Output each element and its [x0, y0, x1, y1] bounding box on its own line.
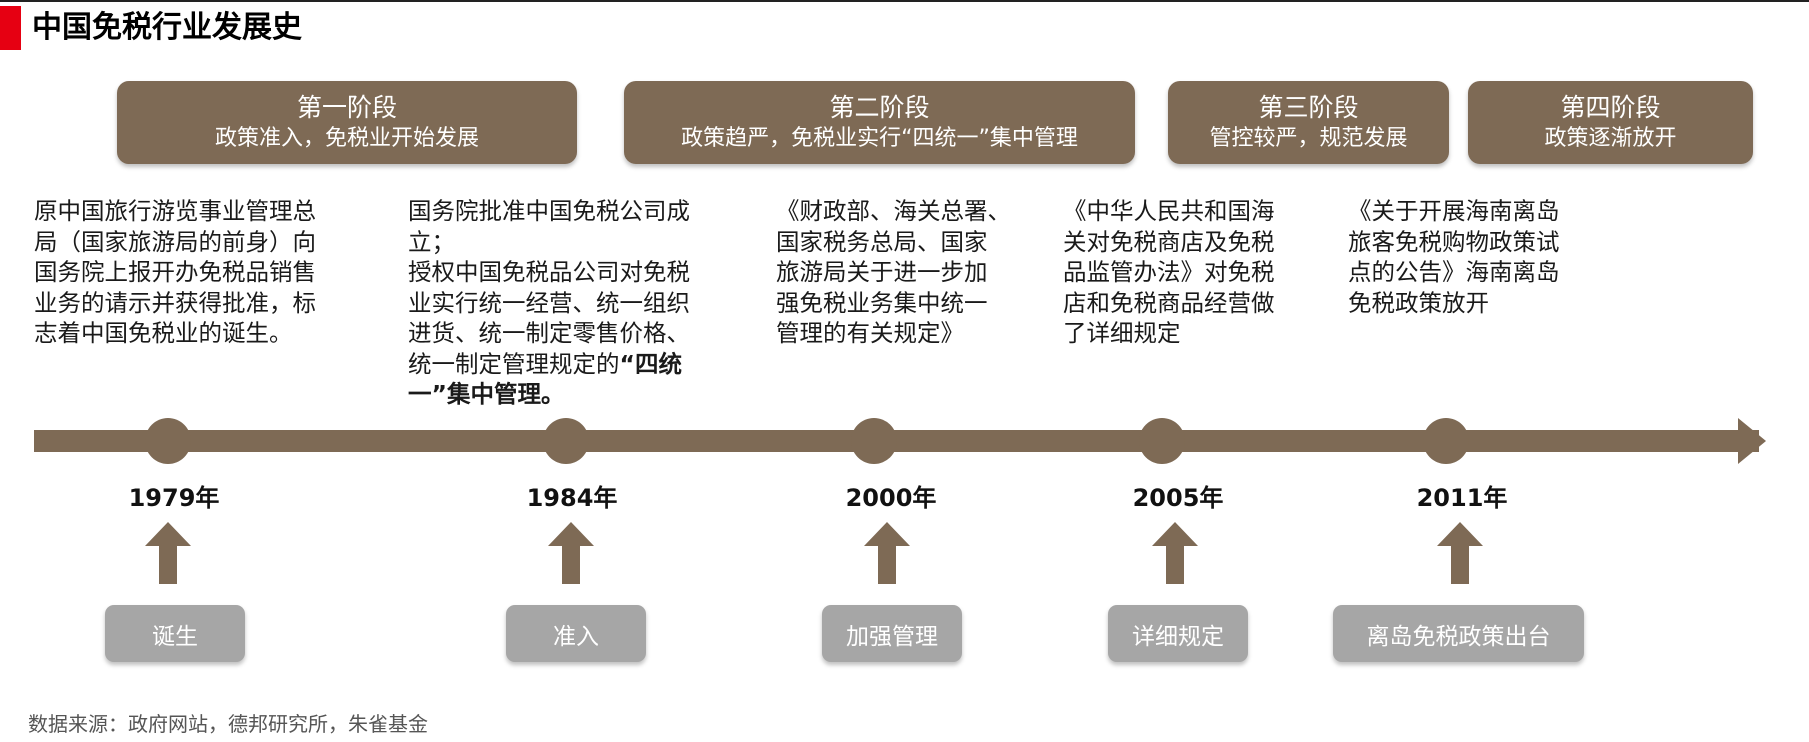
milestone-2011-description: 《关于开展海南离岛 旅客免税购物政策试 点的公告》海南离岛 免税政策放开	[1348, 196, 1608, 318]
milestone-2000-description: 《财政部、海关总署、 国家税务总局、国家 旅游局关于进一步加 强免税业务集中统一…	[776, 196, 1046, 349]
desc-line: 关对免税商店及免税	[1063, 227, 1275, 256]
desc-line: 了详细规定	[1063, 319, 1181, 347]
stage-2-desc: 政策趋严，免税业实行“四统一”集中管理	[681, 125, 1078, 151]
timeline-dot-2011	[1423, 418, 1469, 464]
desc-line: 授权中国免税品公司对免税	[408, 258, 690, 286]
stage-4-box: 第四阶段 政策逐渐放开	[1468, 81, 1753, 164]
year-2005: 2005年	[1132, 484, 1224, 512]
milestone-2005-description: 《中华人民共和国海 关对免税商店及免税 品监管办法》对免税 店和免税商品经营做 …	[1063, 196, 1323, 349]
up-arrow-icon	[1152, 522, 1198, 584]
desc-line: 《财政部、海关总署、	[776, 197, 1011, 225]
desc-line: 国务院上报开办免税品销售	[34, 258, 316, 286]
desc-line: 点的公告》海南离岛	[1348, 258, 1560, 286]
tag-2011: 离岛免税政策出台	[1333, 605, 1584, 662]
stage-2-box: 第二阶段 政策趋严，免税业实行“四统一”集中管理	[624, 81, 1135, 164]
stage-4-name: 第四阶段	[1560, 92, 1661, 122]
year-1979: 1979年	[128, 484, 220, 512]
desc-line: 《中华人民共和国海	[1063, 197, 1275, 225]
timeline-dot-2005	[1139, 418, 1185, 464]
timeline-dot-1979	[145, 418, 191, 464]
desc-line: 国家税务总局、国家	[776, 227, 988, 256]
stage-2-name: 第二阶段	[829, 92, 930, 122]
tag-2000: 加强管理	[822, 605, 962, 662]
milestone-1984-description: 国务院批准中国免税公司成 立； 授权中国免税品公司对免税 业实行统一经营、统一组…	[408, 196, 728, 410]
timeline-arrowhead	[1738, 418, 1766, 464]
tag-2005: 详细规定	[1108, 605, 1248, 662]
stage-1-desc: 政策准入，免税业开始发展	[214, 125, 479, 151]
data-source-note: 数据来源：政府网站，德邦研究所，朱雀基金	[28, 712, 428, 736]
desc-line-bold: 一”集中管理。	[408, 380, 565, 408]
desc-line: 旅客免税购物政策试	[1348, 227, 1560, 256]
desc-line: 免税政策放开	[1348, 288, 1489, 317]
desc-line: 店和免税商品经营做	[1063, 288, 1275, 317]
desc-line: 国务院批准中国免税公司成	[408, 197, 690, 225]
up-arrow-icon	[145, 522, 191, 584]
tag-1979: 诞生	[105, 605, 245, 662]
timeline-dot-2000	[851, 418, 897, 464]
desc-line: 品监管办法》对免税	[1063, 258, 1275, 286]
top-rule	[0, 0, 1809, 2]
desc-line-bold: “四统	[619, 349, 682, 378]
up-arrow-icon	[1437, 522, 1483, 584]
desc-line: 业务的请示并获得批准，标	[34, 288, 316, 317]
desc-line: 强免税业务集中统一	[776, 288, 988, 317]
year-1984: 1984年	[526, 484, 618, 512]
stage-4-desc: 政策逐渐放开	[1544, 125, 1677, 151]
stage-1-box: 第一阶段 政策准入，免税业开始发展	[117, 81, 577, 164]
stage-3-name: 第三阶段	[1258, 92, 1359, 122]
year-2011: 2011年	[1416, 484, 1508, 512]
up-arrow-icon	[864, 522, 910, 584]
desc-line: 管理的有关规定》	[776, 319, 964, 347]
desc-line: 《关于开展海南离岛	[1348, 197, 1560, 225]
desc-line-part: 统一制定管理规定的	[408, 349, 620, 378]
desc-line: 立；	[408, 227, 455, 256]
desc-line: 统一制定管理规定的“四统	[408, 349, 728, 380]
year-2000: 2000年	[845, 484, 937, 512]
page-title: 中国免税行业发展史	[32, 10, 302, 45]
desc-line: 一”集中管理。	[408, 379, 728, 410]
desc-line: 局（国家旅游局的前身）向	[34, 227, 316, 256]
title-accent-bar	[0, 6, 21, 50]
desc-line: 进货、统一制定零售价格、	[408, 319, 690, 347]
desc-line: 旅游局关于进一步加	[776, 258, 988, 286]
desc-line: 原中国旅行游览事业管理总	[34, 197, 316, 225]
desc-line: 业实行统一经营、统一组织	[408, 288, 690, 317]
up-arrow-icon	[548, 522, 594, 584]
timeline-dot-1984	[543, 418, 589, 464]
stage-3-desc: 管控较严，规范发展	[1209, 125, 1408, 151]
tag-1984: 准入	[506, 605, 646, 662]
stage-3-box: 第三阶段 管控较严，规范发展	[1168, 81, 1449, 164]
stage-1-name: 第一阶段	[296, 92, 397, 122]
desc-line: 志着中国免税业的诞生。	[34, 319, 293, 347]
milestone-1979-description: 原中国旅行游览事业管理总 局（国家旅游局的前身）向 国务院上报开办免税品销售 业…	[34, 196, 354, 349]
